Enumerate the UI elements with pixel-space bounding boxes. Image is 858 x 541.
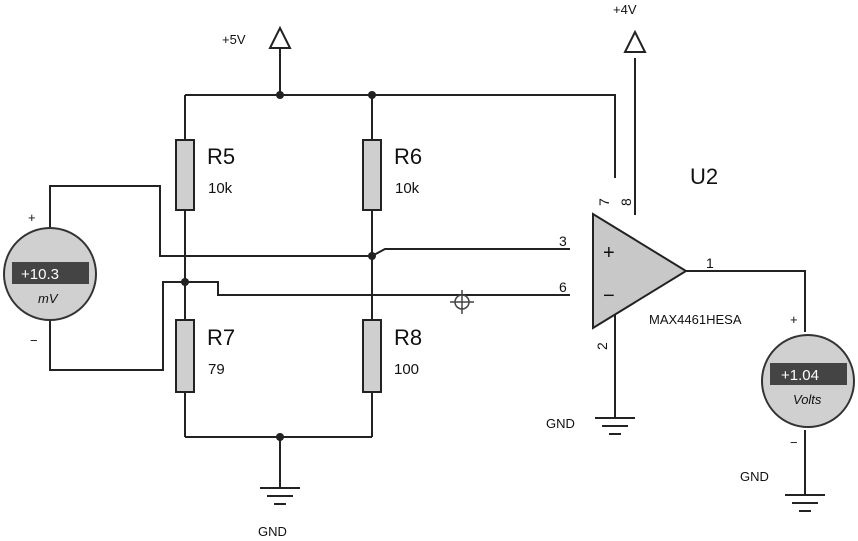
resistor-r8[interactable]: R8 100 bbox=[362, 319, 422, 393]
meter-unit: Volts bbox=[793, 392, 822, 407]
pin-label-6: 6 bbox=[559, 279, 567, 295]
pin-label-2: 2 bbox=[594, 342, 610, 350]
junction-dot bbox=[368, 252, 376, 260]
junction-dot bbox=[276, 433, 284, 441]
resistor-body bbox=[362, 319, 382, 393]
resistor-name: R7 bbox=[207, 325, 235, 350]
meter-reading: +1.04 bbox=[781, 367, 819, 384]
junction-dot bbox=[276, 91, 284, 99]
ground-label: GND bbox=[258, 524, 287, 539]
output-voltmeter[interactable]: + +1.04 Volts − bbox=[761, 312, 855, 450]
junction-dot bbox=[368, 91, 376, 99]
ground-label: GND bbox=[546, 416, 575, 431]
ground-label: GND bbox=[740, 469, 769, 484]
resistor-r7[interactable]: R7 79 bbox=[175, 319, 235, 393]
supply-5v[interactable]: +5V bbox=[222, 25, 292, 58]
resistor-body bbox=[175, 319, 195, 393]
meter-reading: +10.3 bbox=[21, 266, 59, 283]
ground-icon bbox=[260, 487, 300, 505]
resistor-value: 100 bbox=[394, 361, 419, 378]
opamp-minus-sign: − bbox=[603, 285, 615, 307]
opamp-ref: U2 bbox=[690, 164, 718, 189]
wires bbox=[49, 58, 806, 495]
pin-label-1: 1 bbox=[706, 255, 714, 271]
opamp-triangle-icon bbox=[592, 212, 688, 330]
resistor-value: 10k bbox=[395, 180, 420, 197]
probe-crosshair-icon[interactable] bbox=[450, 290, 474, 314]
opamp-part-number: MAX4461HESA bbox=[649, 312, 742, 327]
ground-bridge[interactable]: GND bbox=[258, 487, 300, 539]
power-arrow-icon bbox=[623, 29, 647, 53]
ground-icon bbox=[595, 417, 635, 435]
pin-label-7: 7 bbox=[596, 198, 612, 206]
opamp-u2[interactable]: + − U2 MAX4461HESA 3 6 1 7 8 2 bbox=[559, 164, 742, 350]
resistor-body bbox=[362, 139, 382, 211]
supply-4v[interactable]: +4V bbox=[613, 2, 647, 53]
pin-label-8: 8 bbox=[618, 198, 634, 206]
power-arrow-icon bbox=[268, 25, 292, 49]
junction-dot bbox=[181, 278, 189, 286]
meter-plus-sign: + bbox=[28, 210, 36, 225]
resistor-name: R6 bbox=[394, 144, 422, 169]
resistor-name: R5 bbox=[207, 144, 235, 169]
resistor-r5[interactable]: R5 10k bbox=[175, 139, 235, 211]
resistor-value: 79 bbox=[208, 361, 225, 378]
supply-label-4v: +4V bbox=[613, 2, 637, 17]
resistor-body bbox=[175, 139, 195, 211]
ground-icon bbox=[785, 494, 825, 512]
resistor-r6[interactable]: R6 10k bbox=[362, 139, 422, 211]
input-millivoltmeter[interactable]: + +10.3 mV − bbox=[3, 210, 97, 348]
junctions bbox=[181, 91, 376, 441]
resistor-value: 10k bbox=[208, 180, 233, 197]
meter-plus-sign: + bbox=[790, 312, 798, 327]
supply-label-5v: +5V bbox=[222, 32, 246, 47]
opamp-plus-sign: + bbox=[603, 242, 615, 264]
meter-unit: mV bbox=[38, 291, 59, 306]
meter-display bbox=[770, 363, 847, 385]
pin-label-3: 3 bbox=[559, 233, 567, 249]
meter-display bbox=[12, 262, 89, 284]
resistor-name: R8 bbox=[394, 325, 422, 350]
meter-minus-sign: − bbox=[30, 333, 38, 348]
ground-opamp[interactable]: GND bbox=[546, 416, 635, 435]
ground-meter[interactable]: GND bbox=[740, 469, 825, 512]
meter-minus-sign: − bbox=[790, 435, 798, 450]
